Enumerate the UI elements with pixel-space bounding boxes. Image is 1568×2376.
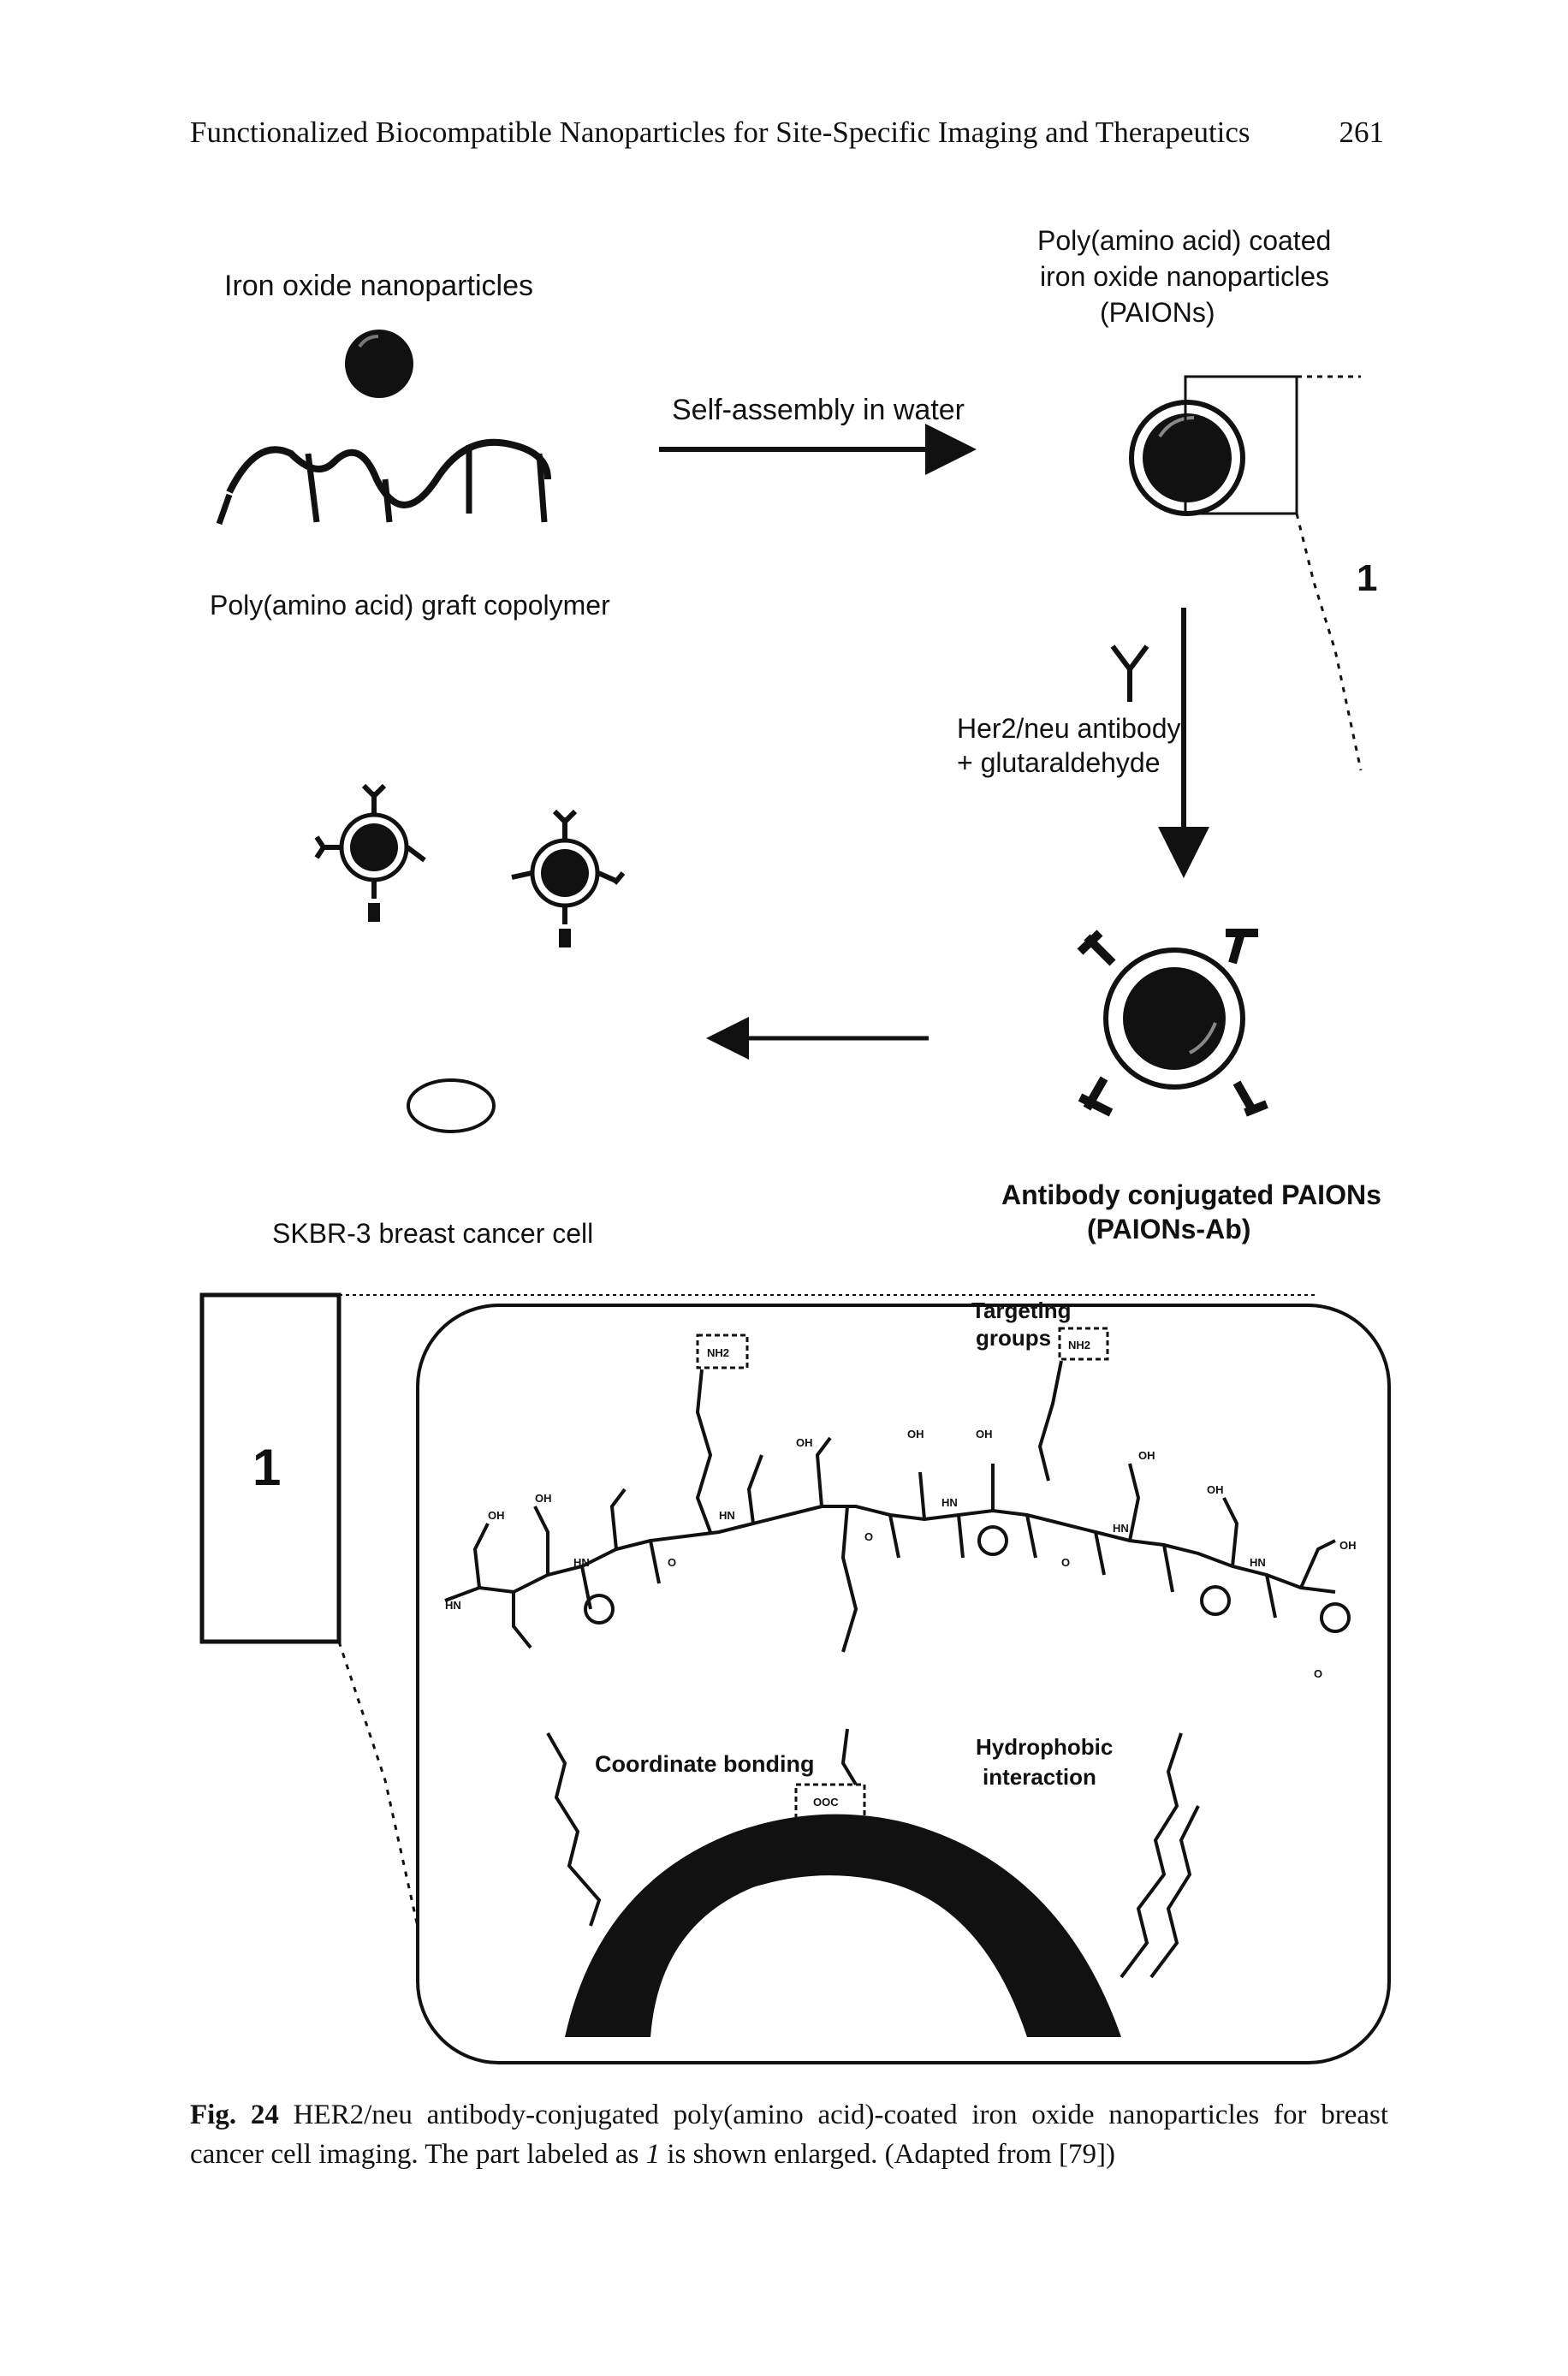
coordinate-bonding-label: Coordinate bonding — [595, 1751, 814, 1777]
oh-label-6: OH — [1138, 1449, 1155, 1462]
paions-label-line3: (PAIONs) — [1100, 297, 1215, 328]
ooc-label: OOC — [813, 1796, 839, 1809]
paions-label-line1: Poly(amino acid) coated — [1037, 225, 1331, 256]
hn-label-5: HN — [1113, 1522, 1129, 1535]
oh-label-7: OH — [1207, 1483, 1224, 1496]
graft-copolymer-icon — [226, 438, 551, 508]
hydrophobic-chains — [546, 1728, 1200, 1979]
figure-24: Iron oxide nanoparticles Poly(amino acid… — [199, 225, 1391, 2064]
targeting-label-line2: groups — [976, 1325, 1051, 1351]
conjugate-label-line1: Antibody conjugated PAIONs — [1001, 1179, 1381, 1210]
paion-nanoparticle-icon — [1129, 400, 1245, 516]
oh-label-2: OH — [535, 1492, 552, 1505]
conjugate-label-line2: (PAIONs-Ab) — [1087, 1214, 1250, 1244]
hydrophobic-label-line1: Hydrophobic — [976, 1734, 1113, 1760]
iron-oxide-label: Iron oxide nanoparticles — [224, 270, 533, 302]
oh-label-1: OH — [488, 1509, 505, 1522]
antibody-label-line2: + glutaraldehyde — [957, 747, 1161, 778]
part-1-highlight-box — [1184, 375, 1298, 515]
caption-text-1: HER2/neu antibody-conjugated poly(amino … — [190, 2100, 1388, 2170]
hn-label-6: HN — [1250, 1556, 1266, 1569]
hn-label-1: HN — [445, 1599, 461, 1612]
polymer-backbone — [444, 1360, 1351, 1653]
caption-label: Fig. 24 — [190, 2100, 279, 2130]
nh2-label-right: NH2 — [1068, 1339, 1090, 1351]
page-header: Functionalized Biocompatible Nanoparticl… — [0, 116, 1568, 167]
targeted-nanoparticle-right-icon — [511, 809, 626, 947]
cell-label: SKBR-3 breast cancer cell — [272, 1218, 593, 1249]
oh-label-3: OH — [796, 1436, 813, 1449]
caption-italic-part: 1 — [645, 2139, 661, 2170]
breast-cancer-cell-icon — [407, 1078, 496, 1133]
figure-caption: Fig. 24 HER2/neu antibody-conjugated pol… — [190, 2095, 1388, 2174]
hn-label-3: HN — [719, 1509, 735, 1522]
running-title: Functionalized Biocompatible Nanoparticl… — [190, 116, 1250, 149]
o-label-1: O — [668, 1556, 676, 1569]
oh-label-4: OH — [907, 1428, 924, 1440]
caption-text-2: is shown enlarged. (Adapted from [79]) — [660, 2139, 1115, 2170]
hn-label-4: HN — [941, 1496, 958, 1509]
targeted-nanoparticle-left-icon — [314, 783, 426, 922]
targeting-group-box-left — [696, 1334, 749, 1369]
copolymer-label: Poly(amino acid) graft copolymer — [210, 590, 610, 621]
o-label-4: O — [1314, 1667, 1322, 1680]
part-1-marker: 1 — [1357, 557, 1377, 599]
paions-ab-nanoparticle-icon — [1077, 929, 1268, 1117]
self-assembly-label: Self-assembly in water — [672, 394, 965, 426]
antibody-y-icon — [1110, 644, 1149, 702]
o-label-3: O — [1061, 1556, 1070, 1569]
targeting-label-line1: Targeting — [971, 1298, 1072, 1323]
inset-marker: 1 — [252, 1439, 281, 1496]
nh2-label-left: NH2 — [707, 1346, 729, 1359]
enlarged-inset-panel — [416, 1304, 1391, 2064]
page-number: 261 — [1339, 116, 1385, 149]
oh-label-8: OH — [1339, 1539, 1357, 1552]
hn-label-2: HN — [573, 1556, 590, 1569]
hydrophobic-label-line2: interaction — [983, 1764, 1096, 1790]
o-label-2: O — [864, 1530, 873, 1543]
oh-label-5: OH — [976, 1428, 993, 1440]
inset-marker-box — [199, 1292, 342, 1644]
targeting-group-box-right — [1058, 1327, 1109, 1361]
iron-oxide-nanoparticle-icon — [345, 330, 413, 398]
nanoparticle-surface-arc — [565, 1814, 1121, 2037]
paions-label-line2: iron oxide nanoparticles — [1040, 261, 1329, 292]
antibody-label-line1: Her2/neu antibody — [957, 713, 1181, 744]
